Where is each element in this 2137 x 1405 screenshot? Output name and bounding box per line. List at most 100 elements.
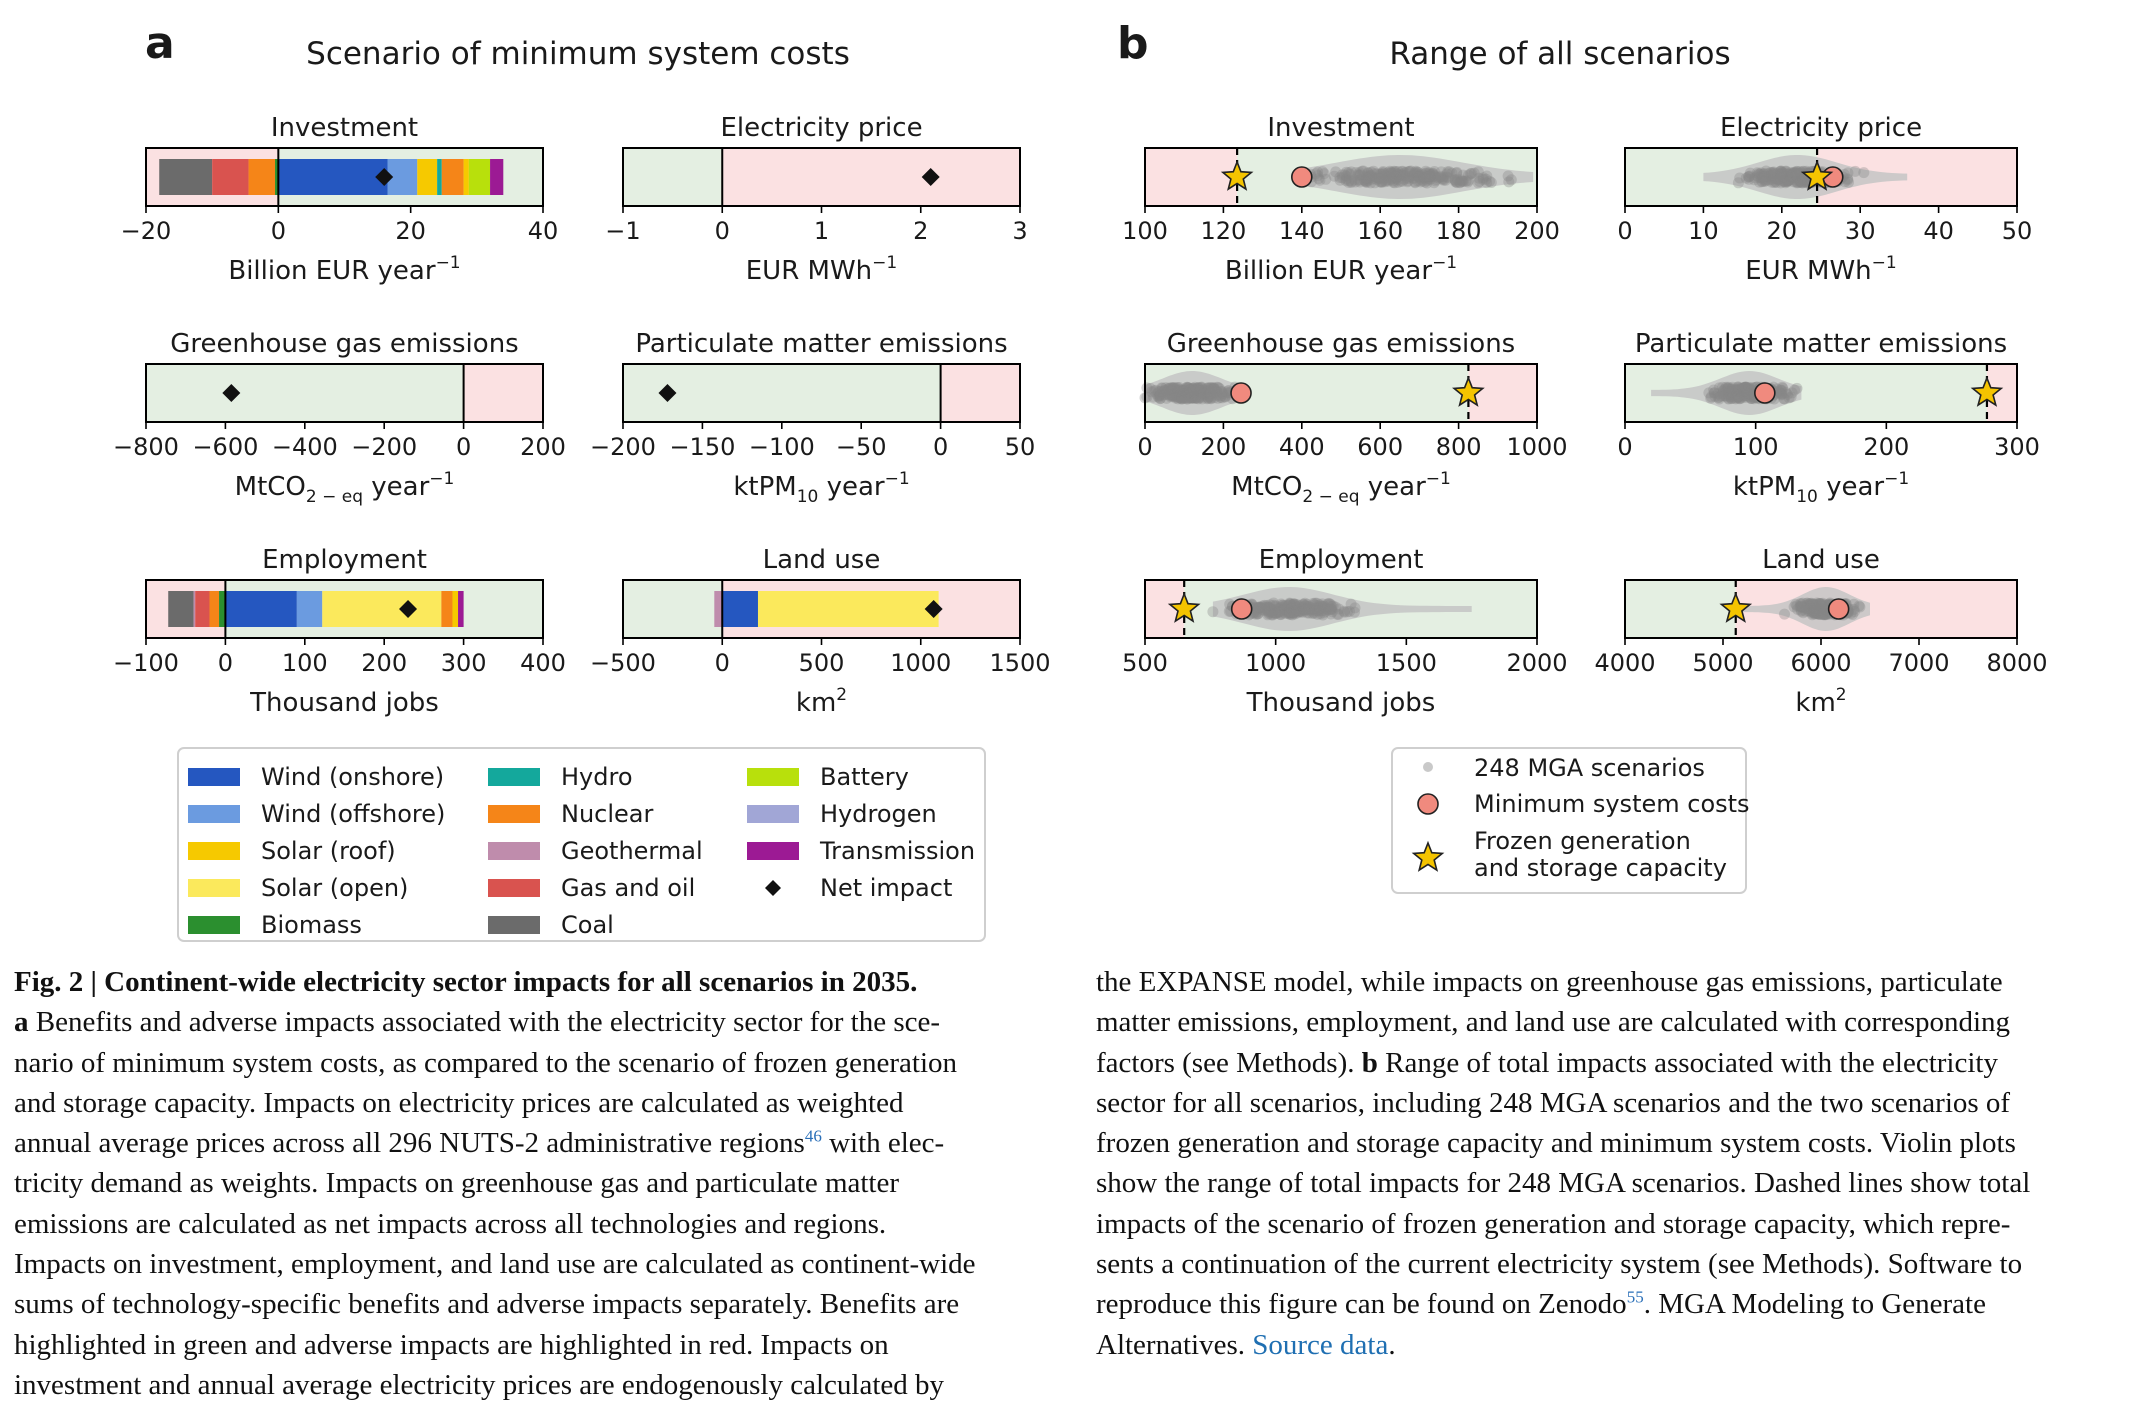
mga-point bbox=[1316, 601, 1328, 613]
mga-point bbox=[1366, 173, 1378, 185]
mga-point bbox=[1801, 599, 1813, 611]
mga-point bbox=[1460, 175, 1472, 187]
mga-point bbox=[1794, 175, 1806, 187]
mga-point bbox=[1768, 177, 1780, 188]
mga-point bbox=[1745, 389, 1757, 401]
legend-swatch-coal bbox=[488, 916, 540, 934]
bar-segment-wind-onshore bbox=[225, 591, 297, 627]
mga-point bbox=[1782, 169, 1793, 181]
legend-label: Biomass bbox=[261, 911, 362, 939]
caption-text: frozen generation and storage capacity a… bbox=[1096, 1127, 2016, 1160]
mga-point bbox=[1726, 385, 1737, 397]
mga-point bbox=[1207, 385, 1219, 397]
legend-label: Gas and oil bbox=[561, 874, 695, 902]
mga-point bbox=[1166, 383, 1178, 394]
mga-point bbox=[1450, 176, 1462, 188]
mga-point bbox=[1371, 168, 1383, 180]
mga-point bbox=[1360, 174, 1372, 186]
caption-text: factors (see Methods). bbox=[1096, 1046, 1362, 1079]
mga-point bbox=[1158, 385, 1170, 397]
mga-point bbox=[1757, 175, 1768, 187]
mga-point bbox=[1793, 176, 1805, 188]
mga-point bbox=[1391, 172, 1403, 184]
mga-point bbox=[1365, 166, 1377, 178]
mga-point bbox=[1776, 381, 1788, 393]
legend-swatch-wind-onshore bbox=[188, 768, 240, 786]
mga-point bbox=[1728, 392, 1740, 404]
mga-point bbox=[1251, 606, 1263, 617]
legend-label: 248 MGA scenarios bbox=[1474, 754, 1705, 782]
mga-point bbox=[1731, 389, 1743, 401]
mga-point bbox=[1787, 171, 1799, 183]
caption-column-1: Fig. 2 | Continent-wide electricity sect… bbox=[14, 962, 1050, 1405]
bar-segment-nuclear bbox=[209, 591, 220, 627]
mga-point bbox=[1166, 382, 1177, 394]
caption-line: highlighted in green and adverse impacts… bbox=[14, 1325, 1050, 1365]
mga-point bbox=[1166, 390, 1178, 402]
mga-point bbox=[1437, 173, 1449, 185]
mga-point bbox=[1263, 608, 1275, 620]
mga-point bbox=[1194, 386, 1206, 398]
mga-point bbox=[1275, 609, 1287, 621]
mga-point bbox=[1377, 166, 1389, 177]
mga-point bbox=[1771, 177, 1783, 188]
mga-point bbox=[1802, 597, 1814, 609]
mga-point bbox=[1412, 167, 1424, 178]
mga-point bbox=[1437, 171, 1449, 183]
source-data-link[interactable]: Source data bbox=[1252, 1328, 1389, 1361]
mga-point bbox=[1188, 385, 1199, 397]
mga-point bbox=[1795, 600, 1806, 612]
mga-point bbox=[1780, 176, 1792, 188]
mga-point bbox=[1780, 166, 1792, 177]
mga-point bbox=[1502, 170, 1514, 182]
mga-point bbox=[1300, 604, 1312, 616]
frozen-marker bbox=[1452, 375, 1485, 407]
mga-point bbox=[1338, 605, 1350, 617]
mga-point bbox=[1303, 603, 1315, 615]
mga-point bbox=[1430, 171, 1441, 183]
mga-point bbox=[1197, 387, 1209, 399]
caption-text: highlighted in green and adverse impacts… bbox=[14, 1328, 889, 1361]
mga-point bbox=[1417, 175, 1428, 187]
mga-point bbox=[1429, 175, 1441, 187]
mga-point bbox=[1155, 392, 1166, 404]
mga-point bbox=[1173, 385, 1185, 397]
mga-point bbox=[1727, 381, 1738, 393]
mga-point bbox=[1254, 602, 1266, 614]
mga-point bbox=[1421, 171, 1433, 183]
mga-point bbox=[1732, 385, 1744, 397]
mga-point bbox=[1788, 167, 1800, 179]
mga-point bbox=[1796, 601, 1808, 613]
mga-point bbox=[1774, 387, 1786, 399]
mga-point bbox=[1152, 390, 1164, 402]
mga-point bbox=[1816, 607, 1828, 619]
mga-point bbox=[1753, 171, 1765, 183]
mga-point bbox=[1387, 175, 1399, 187]
mga-point bbox=[1390, 172, 1402, 184]
mga-point bbox=[1731, 389, 1743, 401]
mga-point bbox=[1739, 387, 1751, 398]
mga-point bbox=[1733, 384, 1745, 395]
mga-point bbox=[1790, 167, 1802, 179]
mga-point bbox=[1268, 597, 1280, 609]
mga-point bbox=[1274, 606, 1285, 618]
mga-point bbox=[1419, 172, 1431, 183]
mga-point bbox=[1360, 176, 1372, 188]
mga-point bbox=[1422, 173, 1434, 185]
mga-point bbox=[1374, 176, 1386, 188]
mga-point bbox=[1785, 170, 1797, 182]
mga-point bbox=[1732, 391, 1744, 403]
mga-point bbox=[1776, 389, 1787, 401]
mga-point bbox=[1177, 385, 1189, 396]
mga-point bbox=[1317, 609, 1329, 621]
mga-point bbox=[1354, 176, 1366, 188]
caption-line: emissions are calculated as net impacts … bbox=[14, 1204, 1050, 1244]
mga-point bbox=[1727, 389, 1739, 401]
subplot-title: Land use bbox=[1762, 545, 1880, 575]
mga-point bbox=[1290, 605, 1302, 617]
mga-point bbox=[1308, 604, 1320, 616]
mga-point bbox=[1790, 168, 1802, 180]
mga-point bbox=[1812, 607, 1824, 619]
